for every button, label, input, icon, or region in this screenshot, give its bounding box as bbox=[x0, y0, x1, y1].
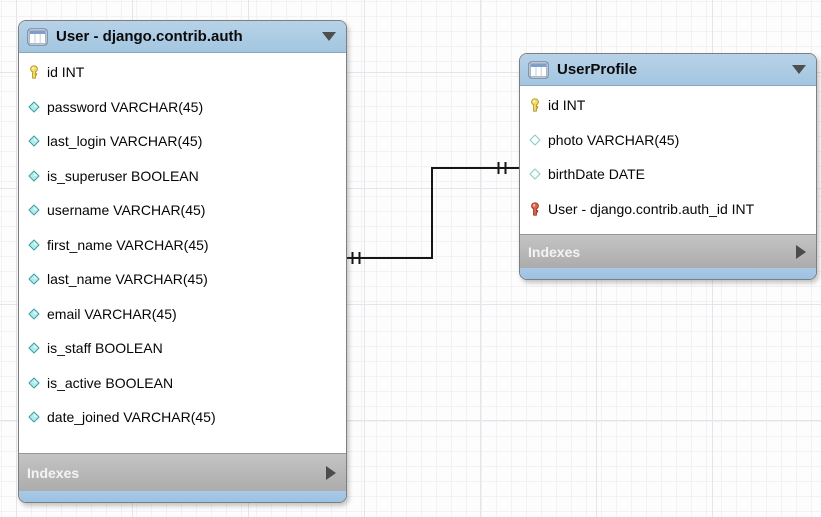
table-title: User - django.contrib.auth bbox=[56, 28, 243, 45]
field-label: username VARCHAR(45) bbox=[47, 202, 206, 219]
field-label: date_joined VARCHAR(45) bbox=[47, 409, 216, 426]
field-label: photo VARCHAR(45) bbox=[548, 131, 680, 148]
field-row[interactable]: date_joined VARCHAR(45) bbox=[19, 400, 346, 435]
field-label: id INT bbox=[47, 64, 85, 81]
field-label: birthDate DATE bbox=[548, 166, 645, 183]
diamond-filled-icon bbox=[26, 170, 41, 182]
field-label: id INT bbox=[548, 97, 586, 114]
field-row[interactable]: email VARCHAR(45) bbox=[19, 297, 346, 332]
field-label: email VARCHAR(45) bbox=[47, 305, 177, 322]
field-label: User - django.contrib.auth_id INT bbox=[548, 200, 755, 217]
expand-arrow-icon[interactable] bbox=[326, 465, 336, 480]
indexes-label: Indexes bbox=[27, 464, 80, 481]
diamond-filled-icon bbox=[26, 342, 41, 354]
diamond-filled-icon bbox=[26, 273, 41, 285]
diamond-hollow-icon bbox=[527, 134, 542, 146]
field-row[interactable]: id INT bbox=[520, 88, 816, 123]
field-row[interactable]: is_active BOOLEAN bbox=[19, 366, 346, 401]
table-header[interactable]: User - django.contrib.auth bbox=[19, 21, 346, 53]
diamond-filled-icon bbox=[26, 239, 41, 251]
field-row[interactable]: first_name VARCHAR(45) bbox=[19, 228, 346, 263]
relationship-path bbox=[345, 167, 519, 259]
field-label: is_staff BOOLEAN bbox=[47, 340, 163, 357]
expand-arrow-icon[interactable] bbox=[796, 244, 806, 259]
diamond-filled-icon bbox=[26, 135, 41, 147]
mandatory-marks-source bbox=[351, 252, 361, 264]
diamond-filled-icon bbox=[26, 411, 41, 423]
field-label: is_active BOOLEAN bbox=[47, 374, 174, 391]
table-node-user[interactable]: User - django.contrib.auth id INT passwor… bbox=[18, 20, 347, 503]
field-row[interactable]: is_superuser BOOLEAN bbox=[19, 159, 346, 194]
diamond-filled-icon bbox=[26, 377, 41, 389]
field-label: password VARCHAR(45) bbox=[47, 98, 204, 115]
collapse-arrow-icon[interactable] bbox=[322, 32, 336, 41]
field-list: id INT password VARCHAR(45) last_login VAR… bbox=[19, 53, 346, 453]
table-title: UserProfile bbox=[557, 61, 638, 78]
diamond-filled-icon bbox=[26, 204, 41, 216]
field-row[interactable]: last_login VARCHAR(45) bbox=[19, 124, 346, 159]
field-row[interactable]: last_name VARCHAR(45) bbox=[19, 262, 346, 297]
field-row[interactable]: photo VARCHAR(45) bbox=[520, 123, 816, 158]
table-node-userprofile[interactable]: UserProfile id INT photo VARCHAR(45) birth… bbox=[519, 53, 817, 280]
field-row[interactable]: birthDate DATE bbox=[520, 157, 816, 192]
indexes-label: Indexes bbox=[528, 243, 581, 260]
indexes-bar[interactable]: Indexes bbox=[520, 234, 816, 268]
table-icon bbox=[528, 60, 549, 79]
field-row[interactable]: password VARCHAR(45) bbox=[19, 90, 346, 125]
field-list: id INT photo VARCHAR(45) birthDate DATE Use… bbox=[520, 86, 816, 234]
indexes-bar[interactable]: Indexes bbox=[19, 453, 346, 491]
table-footer bbox=[19, 491, 346, 502]
table-icon bbox=[27, 27, 48, 46]
primary-key-icon bbox=[527, 98, 542, 112]
field-row[interactable]: is_staff BOOLEAN bbox=[19, 331, 346, 366]
mandatory-marks-target bbox=[497, 162, 507, 174]
table-footer bbox=[520, 268, 816, 279]
field-label: last_name VARCHAR(45) bbox=[47, 271, 208, 288]
field-label: last_login VARCHAR(45) bbox=[47, 133, 203, 150]
primary-key-icon bbox=[26, 65, 41, 79]
collapse-arrow-icon[interactable] bbox=[792, 65, 806, 74]
field-label: is_superuser BOOLEAN bbox=[47, 167, 199, 184]
diamond-filled-icon bbox=[26, 101, 41, 113]
table-header[interactable]: UserProfile bbox=[520, 54, 816, 86]
foreign-key-icon bbox=[527, 202, 542, 216]
field-row[interactable]: username VARCHAR(45) bbox=[19, 193, 346, 228]
field-row[interactable]: User - django.contrib.auth_id INT bbox=[520, 192, 816, 227]
diamond-filled-icon bbox=[26, 308, 41, 320]
diamond-hollow-icon bbox=[527, 168, 542, 180]
field-row[interactable]: id INT bbox=[19, 55, 346, 90]
field-label: first_name VARCHAR(45) bbox=[47, 236, 209, 253]
